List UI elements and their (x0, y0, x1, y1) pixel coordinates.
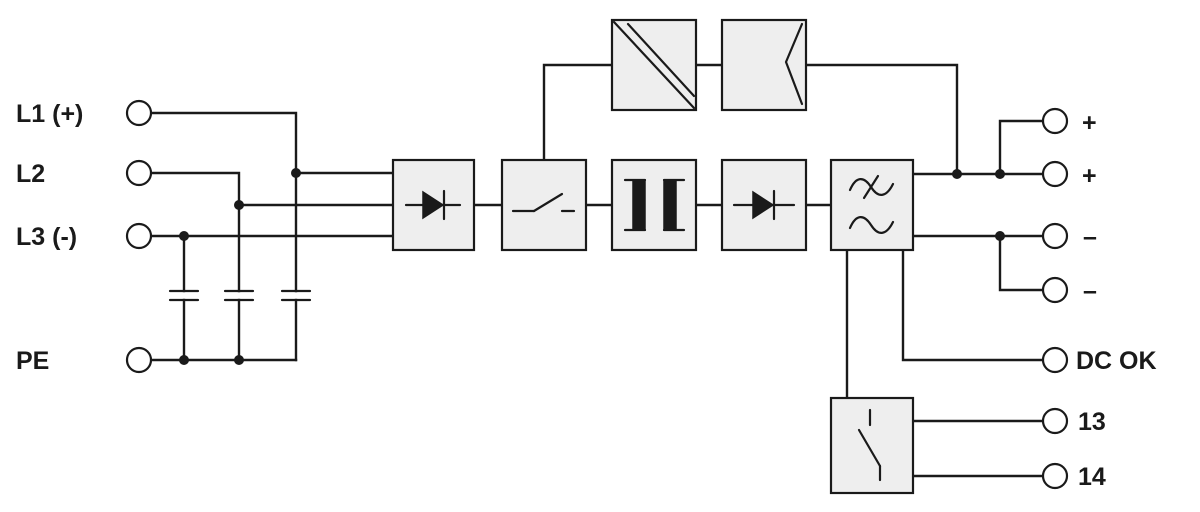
label-l1: L1 (+) (16, 100, 83, 128)
terminal-dc-ok (1041, 346, 1069, 374)
signal-relay-block (829, 396, 915, 495)
input-capacitors (168, 171, 312, 362)
label-13: 13 (1078, 408, 1106, 436)
switching-stage-block (500, 158, 588, 252)
control-unit-block (720, 18, 808, 112)
feedback-converter-block (610, 18, 698, 112)
label-minus-2: – (1083, 277, 1097, 305)
terminal-minus-1 (1041, 222, 1069, 250)
label-l3: L3 (-) (16, 223, 77, 251)
terminal-l2 (125, 159, 153, 187)
main-chain-wiring (472, 63, 959, 207)
terminal-pe (125, 346, 153, 374)
label-dc-ok: DC OK (1076, 347, 1157, 375)
terminal-14 (1041, 462, 1069, 490)
output-rectifier-block (720, 158, 808, 252)
label-pe: PE (16, 347, 49, 375)
output-filter-block (829, 158, 915, 252)
output-wiring (845, 119, 1046, 478)
terminal-l1 (125, 99, 153, 127)
wire-l2 (149, 171, 395, 207)
terminal-13 (1041, 407, 1069, 435)
terminal-plus-2 (1041, 160, 1069, 188)
transformer-block (610, 158, 698, 252)
label-l2: L2 (16, 160, 45, 188)
terminal-plus-1 (1041, 107, 1069, 135)
output-terminals (1041, 107, 1069, 490)
terminal-l3 (125, 222, 153, 250)
input-terminals (125, 99, 153, 374)
label-14: 14 (1078, 463, 1106, 491)
label-plus-1: + (1082, 109, 1097, 137)
input-wiring (149, 111, 395, 365)
label-minus-1: – (1083, 223, 1097, 251)
wire-l1 (149, 111, 395, 175)
input-rectifier-block (391, 158, 476, 252)
label-plus-2: + (1082, 162, 1097, 190)
terminal-minus-2 (1041, 276, 1069, 304)
